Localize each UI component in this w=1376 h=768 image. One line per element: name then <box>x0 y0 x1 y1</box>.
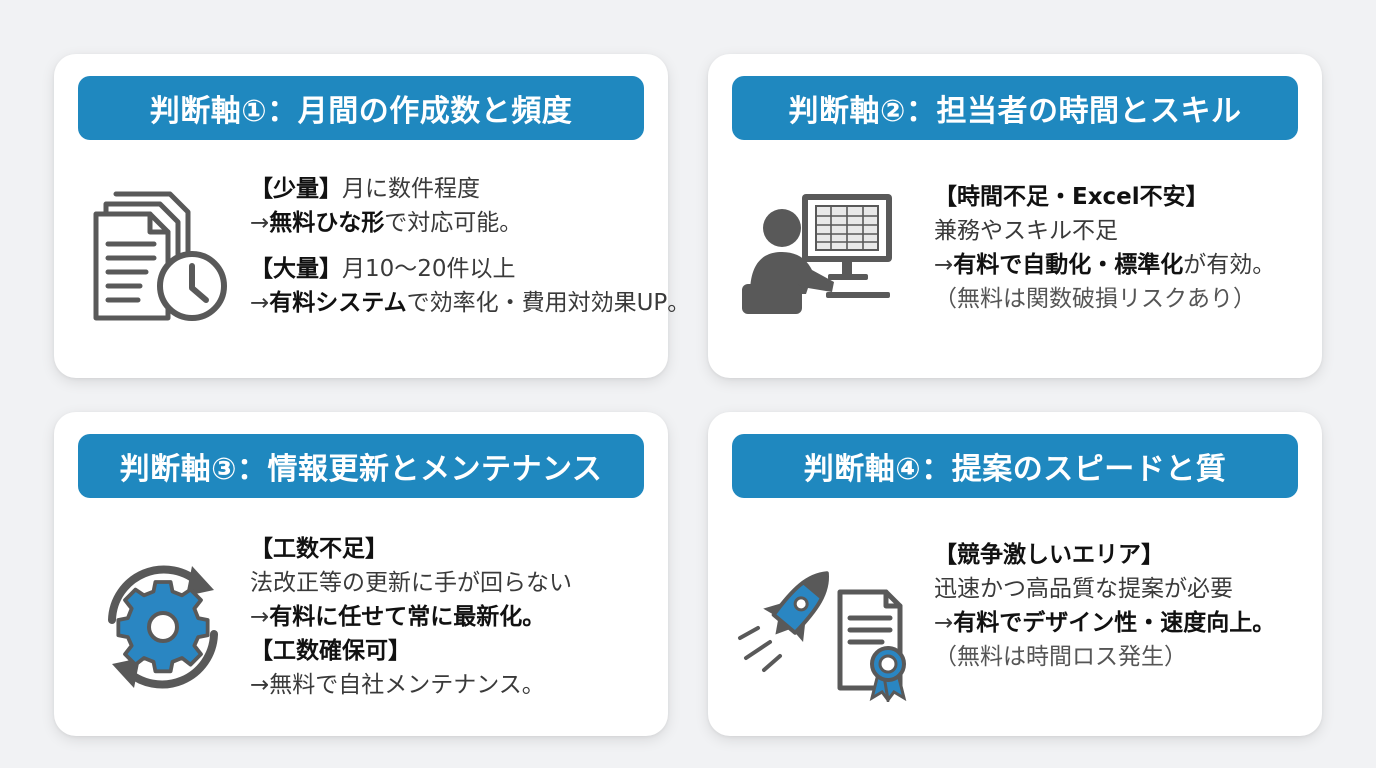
card-title: 判断軸③：情報更新とメンテナンス <box>78 434 644 498</box>
emphasis-text: 有料でデザイン性・速度向上。 <box>953 610 1276 636</box>
text: 月10〜20件以上 <box>342 256 516 282</box>
note-text: （無料は時間ロス発生） <box>934 644 1187 670</box>
emphasis-text: 有料システム <box>269 290 407 316</box>
card-body: 【工数不足】 法改正等の更新に手が回らない →有料に任せて常に最新化。 【工数確… <box>250 532 572 702</box>
documents-clock-icon <box>88 182 238 332</box>
card-body: 【競争激しいエリア】 迅速かつ高品質な提案が必要 →有料でデザイン性・速度向上。… <box>934 538 1275 674</box>
emphasis-text: 有料で自動化・標準化 <box>953 252 1184 278</box>
card-title: 判断軸②：担当者の時間とスキル <box>732 76 1298 140</box>
rocket-certificate-icon <box>736 552 912 702</box>
arrow-text: → <box>934 610 954 636</box>
note-text: （無料は関数破損リスクあり） <box>934 286 1256 312</box>
arrow-text: → <box>250 604 270 630</box>
label-small-volume: 【少量】 <box>250 176 342 202</box>
text: で対応可能。 <box>384 210 523 236</box>
label-competitive-area: 【競争激しいエリア】 <box>934 542 1164 568</box>
emphasis-text: 有料に任せて常に最新化。 <box>269 604 546 630</box>
arrow-text: → <box>934 252 954 278</box>
text: で効率化・費用対効果UP。 <box>406 290 691 316</box>
text: 月に数件程度 <box>342 176 480 202</box>
gear-refresh-icon <box>88 552 238 702</box>
card-staff-time-skill: 判断軸②：担当者の時間とスキル <box>708 54 1322 378</box>
label-large-volume: 【大量】 <box>250 256 342 282</box>
text: 兼務やスキル不足 <box>934 218 1118 244</box>
label-labor-shortage: 【工数不足】 <box>250 536 388 562</box>
card-body: 【少量】月に数件程度 →無料ひな形で対応可能。 【大量】月10〜20件以上 →有… <box>250 172 690 320</box>
card-monthly-volume: 判断軸①：月間の作成数と頻度 【少量】月に数件程度 →無料ひな形で対応可能。 【… <box>54 54 690 378</box>
card-info-update-maintenance: 判断軸③：情報更新とメンテナンス 【工数不足】 法改正等の更新に手が回らない →… <box>54 412 668 736</box>
label-labor-available: 【工数確保可】 <box>250 638 411 664</box>
card-body: 【時間不足・Excel不安】 兼務やスキル不足 →有料で自動化・標準化が有効。 … <box>934 180 1275 316</box>
emphasis-text: 無料ひな形 <box>269 210 385 236</box>
card-title: 判断軸④：提案のスピードと質 <box>732 434 1298 498</box>
text: 迅速かつ高品質な提案が必要 <box>934 576 1233 602</box>
text: 法改正等の更新に手が回らない <box>250 570 572 596</box>
arrow-text: → <box>250 290 270 316</box>
label-time-shortage: 【時間不足・Excel不安】 <box>934 184 1209 210</box>
text: →無料で自社メンテナンス。 <box>250 672 545 698</box>
card-proposal-speed-quality: 判断軸④：提案のスピードと質 <box>708 412 1322 736</box>
card-title: 判断軸①：月間の作成数と頻度 <box>78 76 644 140</box>
arrow-text: → <box>250 210 270 236</box>
person-computer-spreadsheet-icon <box>738 174 898 324</box>
text: が有効。 <box>1183 252 1276 278</box>
